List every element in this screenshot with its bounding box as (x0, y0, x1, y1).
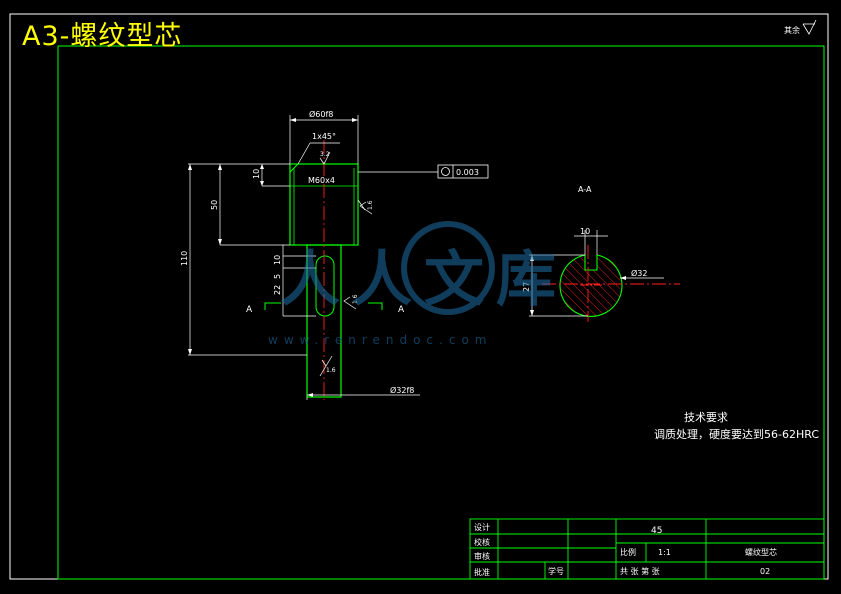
svg-text:1.6: 1.6 (367, 200, 374, 210)
watermark: 人人文库 www.renrendoc.com (268, 221, 568, 347)
tb-check-label: 校核 (474, 537, 490, 547)
section-label: A-A (578, 185, 592, 194)
technical-notes: 技术要求 调质处理，硬度要达到56-62HRC (654, 409, 819, 443)
roughness-corner-symbol: 其余 (784, 19, 817, 35)
inner-border (57, 45, 825, 580)
section-dim-height: 27 (522, 282, 531, 292)
dim-5: 5 (273, 274, 282, 279)
svg-text:1.6: 1.6 (352, 294, 359, 304)
tb-scale-label: 比例 (620, 547, 636, 557)
section-dim-diameter: Ø32 (631, 268, 647, 278)
dim-10-mid: 10 (273, 255, 282, 265)
notes-line-1: 调质处理，硬度要达到56-62HRC (654, 428, 820, 441)
tb-part-name: 螺纹型芯 (745, 547, 777, 557)
tb-seq-label: 学号 (548, 566, 564, 576)
dim-22: 22 (273, 285, 282, 295)
drawing-title: A3-螺纹型芯 (22, 21, 183, 52)
section-outline (559, 254, 623, 317)
dim-thread-m60: M60x4 (308, 176, 335, 185)
tb-scale-value: 1:1 (658, 548, 671, 557)
dim-diameter-60: Ø60f8 (309, 109, 333, 119)
tb-sheets: 共 张 第 张 (620, 566, 660, 576)
tolerance-frame: 0.003 (437, 164, 489, 179)
roughness-mark-top: 3.2 (319, 151, 331, 165)
tb-design-label: 设计 (474, 522, 490, 532)
tb-material: 45 (651, 526, 662, 536)
section-marker-left: A (246, 305, 253, 315)
dim-110: 110 (180, 251, 189, 266)
keyway-slot (315, 255, 335, 317)
dim-50: 50 (210, 200, 219, 210)
dim-diameter-32: Ø32f8 (390, 385, 414, 395)
title-block (469, 518, 825, 580)
notes-heading: 技术要求 (684, 411, 728, 424)
dim-10-top: 10 (252, 169, 261, 179)
section-marker-right: A (398, 305, 405, 315)
roughness-corner-label: 其余 (784, 25, 800, 35)
section-view: A-A 10 27 Ø32 (522, 185, 680, 322)
tb-audit-label: 审核 (474, 551, 490, 561)
dimensions (188, 115, 438, 400)
tb-code: 02 (760, 567, 770, 576)
dimension-arrows (188, 118, 358, 397)
watermark-logo-text: 人人文库 (280, 245, 568, 315)
tb-approve-label: 批准 (474, 567, 490, 577)
svg-text:1.6: 1.6 (326, 367, 336, 374)
roughness-mark-mid: 1.6 (359, 200, 374, 215)
roughness-mark-keyway: 1.6 (343, 294, 359, 310)
watermark-url: www.renrendoc.com (268, 333, 492, 347)
svg-text:3.2: 3.2 (320, 151, 330, 158)
dim-chamfer: 1x45° (312, 132, 336, 141)
section-dim-width: 10 (580, 227, 590, 236)
tolerance-value: 0.003 (456, 168, 479, 177)
roughness-mark-bottom: 1.6 (319, 355, 336, 377)
